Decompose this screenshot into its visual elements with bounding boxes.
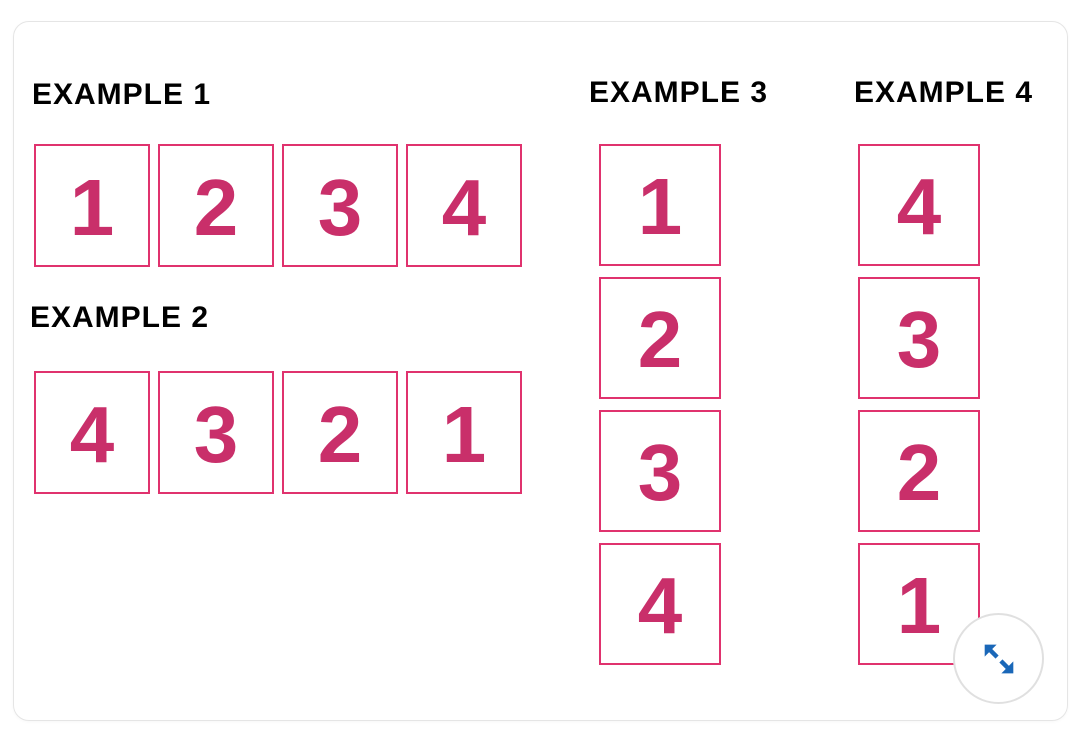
number-label: 4	[441, 162, 487, 252]
number-box: 2	[158, 144, 274, 267]
number-box: 2	[282, 371, 398, 494]
example-3-column: 1 2 3 4	[599, 144, 721, 665]
example-4-heading: EXAMPLE 4	[854, 76, 1034, 109]
number-label: 2	[637, 295, 683, 384]
example-2-heading: EXAMPLE 2	[30, 301, 210, 334]
number-label: 1	[637, 162, 683, 251]
example-1-heading: EXAMPLE 1	[32, 78, 212, 111]
expand-diagonal-icon	[984, 644, 1013, 673]
number-label: 1	[441, 389, 487, 479]
number-box: 3	[599, 410, 721, 532]
number-box: 3	[158, 371, 274, 494]
number-label: 2	[896, 428, 942, 517]
example-3-heading: EXAMPLE 3	[589, 76, 769, 109]
number-label: 1	[69, 162, 115, 252]
examples-card: EXAMPLE 1 1 2 3 4 EXAMPLE 2 4 3 2 1 EXAM…	[13, 21, 1068, 721]
number-box: 3	[282, 144, 398, 267]
number-box: 4	[858, 144, 980, 266]
number-label: 3	[317, 162, 363, 252]
number-box: 1	[34, 144, 150, 267]
number-box: 4	[599, 543, 721, 665]
example-1-row: 1 2 3 4	[34, 144, 522, 267]
example-4-column: 4 3 2 1	[858, 144, 980, 665]
number-label: 3	[896, 295, 942, 384]
number-label: 1	[896, 561, 942, 650]
number-box: 2	[858, 410, 980, 532]
number-label: 4	[637, 561, 683, 650]
number-box: 2	[599, 277, 721, 399]
number-label: 2	[193, 162, 239, 252]
number-box: 1	[858, 543, 980, 665]
number-box: 4	[34, 371, 150, 494]
example-2-row: 4 3 2 1	[34, 371, 522, 494]
number-label: 4	[69, 389, 115, 479]
number-box: 1	[406, 371, 522, 494]
number-box: 1	[599, 144, 721, 266]
number-box: 3	[858, 277, 980, 399]
expand-button[interactable]	[953, 613, 1044, 704]
number-box: 4	[406, 144, 522, 267]
number-label: 2	[317, 389, 363, 479]
number-label: 4	[896, 162, 942, 251]
number-label: 3	[637, 428, 683, 517]
number-label: 3	[193, 389, 239, 479]
